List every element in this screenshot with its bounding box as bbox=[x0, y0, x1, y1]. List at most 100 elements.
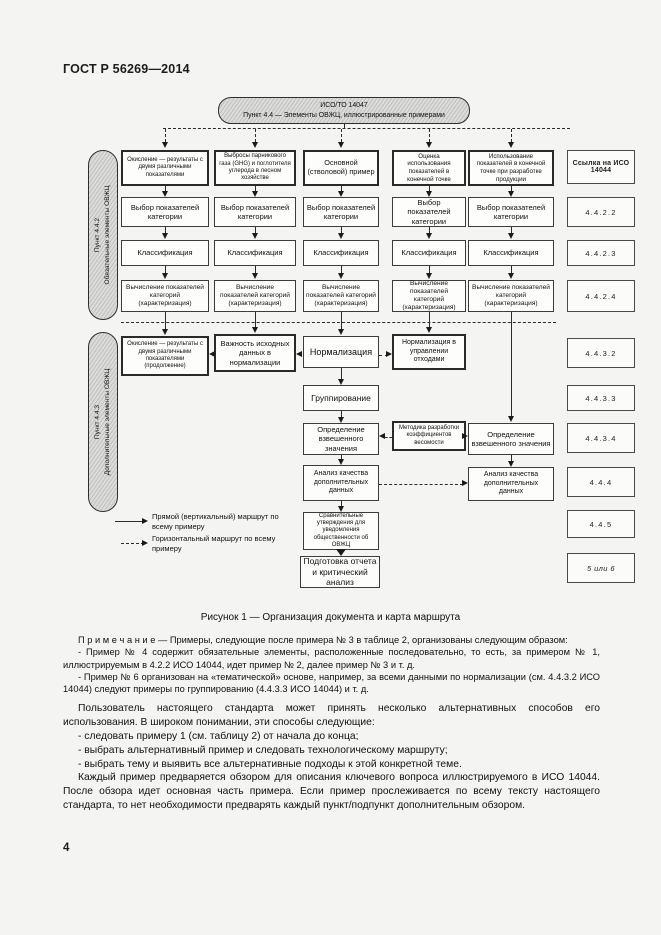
connector-dashed bbox=[385, 437, 392, 438]
node-report: Подготовка отчета и критический анализ bbox=[300, 556, 380, 588]
connector bbox=[255, 312, 256, 328]
arrow-down-icon bbox=[425, 273, 432, 279]
connector bbox=[165, 186, 166, 192]
node-calc-3: Вычисление показателей категорий (характ… bbox=[303, 280, 379, 312]
arrow-down-icon bbox=[337, 142, 344, 148]
arrow-down-icon bbox=[425, 191, 432, 197]
ref-column-header: Ссылка на ИСО 14044 bbox=[567, 150, 635, 184]
arrow-down-icon bbox=[337, 329, 344, 335]
band-mandatory-label: Пункт 4.4.2 Обязательные элементы ОВЖЦ bbox=[93, 186, 113, 285]
connector bbox=[165, 266, 166, 274]
arrow-right-icon bbox=[462, 433, 468, 439]
node-example-1: Окисление — результаты с двумя различным… bbox=[121, 150, 209, 186]
node-weighting-left: Определение взвешенного значения bbox=[303, 423, 379, 455]
body-text: П р и м е ч а н и е — Примеры, следующие… bbox=[63, 634, 600, 813]
connector bbox=[341, 368, 342, 379]
connector-dashed bbox=[429, 129, 430, 142]
node-select-5: Выбор показателей категории bbox=[468, 197, 554, 227]
node-calc-1: Вычисление показателей категорий (характ… bbox=[121, 280, 209, 312]
legend-direct-route: Прямой (вертикальный) маршрут по всему п… bbox=[152, 512, 279, 531]
arrow-down-icon bbox=[251, 233, 258, 239]
band-mandatory-line1: Пункт 4.4.2 bbox=[94, 217, 102, 253]
arrow-down-icon bbox=[161, 191, 168, 197]
node-select-2: Выбор показателей категории bbox=[214, 197, 296, 227]
connector bbox=[429, 312, 430, 328]
note-item-2: - Пример № 6 организован на «тематическо… bbox=[63, 671, 600, 695]
node-normalization-waste: Нормализация в управлении отходами bbox=[392, 334, 466, 370]
arrow-down-icon bbox=[425, 327, 432, 333]
connector bbox=[341, 455, 342, 460]
node-calc-4: Вычисление показателей категорий (характ… bbox=[392, 280, 466, 312]
node-quality-right: Анализ качества дополнительных данных bbox=[468, 467, 554, 501]
arrow-right-icon bbox=[462, 480, 468, 486]
list-item-3: - выбрать тему и выявить все альтернатив… bbox=[78, 758, 462, 770]
arrow-down-icon bbox=[337, 191, 344, 197]
page-number: 4 bbox=[63, 842, 70, 854]
arrow-down-icon bbox=[161, 273, 168, 279]
arrow-right-icon bbox=[142, 539, 148, 546]
arrow-down-icon bbox=[336, 549, 346, 556]
arrow-right-icon bbox=[386, 351, 392, 357]
band-mandatory-pill: Пункт 4.4.2 Обязательные элементы ОВЖЦ bbox=[88, 150, 118, 320]
node-weighting-method: Методика разработки коэффициентов весомо… bbox=[392, 421, 466, 451]
arrow-down-icon bbox=[251, 327, 258, 333]
node-grouping: Группирование bbox=[303, 385, 379, 411]
node-classify-3: Классификация bbox=[303, 240, 379, 266]
root-node-line2: Пункт 4.4 — Элементы ОВЖЦ, иллюстрирован… bbox=[243, 111, 445, 119]
connector bbox=[341, 266, 342, 274]
connector bbox=[165, 312, 166, 330]
arrow-down-icon bbox=[161, 142, 168, 148]
arrow-down-icon bbox=[251, 191, 258, 197]
node-example-2: Выбросы парникового газа (GHG) и поглоти… bbox=[214, 150, 296, 186]
band-mandatory-line2: Обязательные элементы ОВЖЦ bbox=[104, 185, 111, 285]
node-example-3: Основной (стволовой) пример bbox=[303, 150, 379, 186]
list-item-2: - выбрать альтернативный пример и следов… bbox=[78, 744, 448, 756]
connector-dashed bbox=[121, 322, 556, 323]
connector bbox=[344, 124, 345, 128]
arrow-down-icon bbox=[507, 142, 514, 148]
paragraph-1: Пользователь настоящего стандарта может … bbox=[63, 703, 600, 729]
arrow-left-icon bbox=[379, 433, 385, 439]
legend-solid-line bbox=[115, 521, 144, 522]
connector bbox=[341, 501, 342, 507]
node-weighting-right: Определение взвешенного значения bbox=[468, 423, 554, 455]
connector bbox=[511, 227, 512, 234]
node-calc-2: Вычисление показателей категорий (характ… bbox=[214, 280, 296, 312]
standard-header: ГОСТ Р 56269—2014 bbox=[63, 62, 190, 76]
list-item-1: - следовать примеру 1 (см. таблицу 2) от… bbox=[78, 730, 359, 742]
node-classify-2: Классификация bbox=[214, 240, 296, 266]
node-classify-4: Классификация bbox=[392, 240, 466, 266]
arrow-down-icon bbox=[161, 233, 168, 239]
arrow-down-icon bbox=[337, 417, 344, 423]
arrow-down-icon bbox=[337, 273, 344, 279]
arrow-down-icon bbox=[251, 273, 258, 279]
ref-4422: 4.4.2.2 bbox=[567, 197, 635, 227]
ref-4424: 4.4.2.4 bbox=[567, 280, 635, 312]
arrow-down-icon bbox=[507, 191, 514, 197]
band-optional-line1: Пункт 4.4.3 bbox=[94, 404, 102, 440]
arrow-left-icon bbox=[209, 351, 215, 357]
connector-dashed bbox=[379, 484, 463, 485]
arrow-down-icon bbox=[507, 461, 514, 467]
connector-dashed bbox=[511, 129, 512, 142]
node-comparative: Сравнительные утверждения для уведомлени… bbox=[303, 512, 379, 550]
node-data-importance: Важность исходных данных в нормализации bbox=[214, 334, 296, 372]
node-select-4: Выбор показателей категории bbox=[392, 197, 466, 227]
node-classify-5: Классификация bbox=[468, 240, 554, 266]
note-item-1: - Пример № 4 содержит обязательные элеме… bbox=[63, 647, 600, 670]
connector-dashed bbox=[165, 129, 166, 142]
arrow-down-icon bbox=[337, 233, 344, 239]
legend-dashed-line bbox=[121, 543, 144, 544]
connector bbox=[341, 186, 342, 192]
arrow-down-icon bbox=[425, 142, 432, 148]
connector bbox=[255, 227, 256, 234]
arrow-down-icon bbox=[337, 379, 344, 385]
node-calc-5: Вычисление показателей категорий (характ… bbox=[468, 280, 554, 312]
node-example-5: Использование показателей в конечной точ… bbox=[468, 150, 554, 186]
connector bbox=[511, 312, 512, 417]
root-node: ИСО/ТО 14047 Пункт 4.4 — Элементы ОВЖЦ, … bbox=[218, 97, 470, 124]
connector bbox=[429, 186, 430, 192]
connector-dashed bbox=[255, 129, 256, 142]
arrow-down-icon bbox=[425, 233, 432, 239]
